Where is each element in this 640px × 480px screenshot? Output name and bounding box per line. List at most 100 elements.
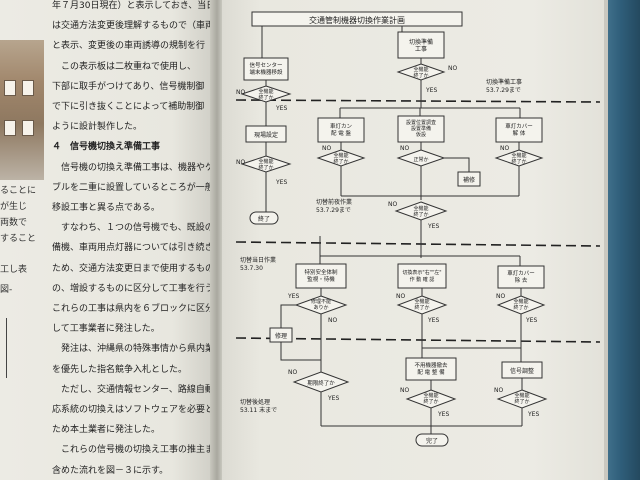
- margin-text-5: 工し表: [0, 265, 28, 275]
- margin-text-2: が生じ: [0, 202, 28, 212]
- svg-text:全機能終了か: 全機能終了か: [258, 88, 273, 101]
- svg-text:全機能終了か: 全機能終了か: [333, 152, 348, 165]
- svg-text:切換準備工事: 切換準備工事: [409, 38, 433, 53]
- margin-rule: [6, 318, 7, 378]
- body-text: 年７月30日現在）と表示しておき、当日 は交通方法変更後理解するもので（車両 と…: [52, 0, 214, 480]
- book-cover: [608, 0, 640, 480]
- end-label-1: 終了: [258, 215, 270, 223]
- svg-text:YES: YES: [425, 87, 437, 94]
- margin-text-3: 両数で: [0, 218, 28, 228]
- box-prep-work: [397, 31, 445, 59]
- svg-text:車灯カバー除 去: 車灯カバー除 去: [507, 269, 535, 284]
- svg-text:全機能終了か: 全機能終了か: [414, 298, 429, 311]
- left-page: ることに が生じ 両数で すること 工し表 図- 年７月30日現在）と表示してお…: [0, 0, 215, 480]
- box-signal-adjust-label: 信号調整: [510, 367, 534, 375]
- svg-text:修理不能ありか: 修理不能ありか: [311, 298, 331, 311]
- svg-text:車灯カバー解 体: 車灯カバー解 体: [505, 122, 533, 137]
- svg-text:切換表示"右""左"作 動 確 認: 切換表示"右""左"作 動 確 認: [402, 269, 441, 283]
- paragraph-line: これらの工事は県内を６ブロックに区分: [52, 304, 214, 315]
- paragraph-line: これらの信号機の切換え工事の推主ま: [52, 445, 214, 456]
- svg-text:NO: NO: [496, 293, 505, 300]
- end-label-2: 完了: [426, 437, 438, 445]
- svg-text:NO: NO: [396, 293, 405, 300]
- svg-text:NO: NO: [236, 159, 245, 166]
- flowchart-title: 交通管制機器切換作業計画: [309, 15, 405, 25]
- svg-text:YES: YES: [437, 411, 449, 418]
- svg-text:NO: NO: [322, 145, 331, 152]
- svg-text:設置位置調査設置準備仮設: 設置位置調査設置準備仮設: [406, 119, 436, 138]
- svg-text:全機能終了か: 全機能終了か: [511, 152, 526, 165]
- paragraph-line: 発注は、沖縄県の特殊事情から県内業者: [52, 344, 214, 355]
- paragraph-line: ブルを二重に設置しているところが一般: [52, 182, 214, 193]
- box-survey: [397, 115, 445, 143]
- paragraph-line: ため本土業者に発注した。: [52, 425, 161, 436]
- box-lamp-cover: [495, 117, 543, 143]
- svg-text:YES: YES: [287, 293, 299, 300]
- box-signal-center: [243, 57, 289, 81]
- box-switch-display: [397, 263, 447, 289]
- svg-text:特別安全体制監視・待機: 特別安全体制監視・待機: [304, 268, 338, 283]
- svg-text:不用機器撤去配 電 整 備: 不用機器撤去配 電 整 備: [414, 361, 448, 376]
- paragraph-line: の、増設するものに区分して工事を行う: [52, 283, 214, 294]
- paragraph-line: ただし、交通情報センター、路線自動感: [52, 384, 214, 395]
- repair-label-2: 修理: [275, 332, 287, 340]
- paragraph-line: ように設計製作した。: [52, 122, 143, 133]
- svg-text:YES: YES: [427, 317, 439, 324]
- svg-text:全機能終了か: 全機能終了か: [258, 158, 273, 171]
- paragraph-line: は交通方法変更後理解するもので（車両: [52, 21, 214, 32]
- title-banner: [251, 11, 463, 27]
- paragraph-line: して工事業者に発注した。: [52, 324, 160, 335]
- svg-text:全機能終了か: 全機能終了か: [514, 392, 529, 405]
- no-label: NO: [236, 89, 245, 96]
- svg-text:YES: YES: [525, 317, 537, 324]
- svg-text:YES: YES: [275, 179, 287, 186]
- paragraph-line: この表示板は二枚重ねで使用し、: [52, 61, 197, 72]
- svg-text:全機能終了か: 全機能終了か: [413, 205, 428, 218]
- svg-text:全機能終了か: 全機能終了か: [423, 392, 438, 405]
- section-heading: ４ 信号機切換え準備工事: [52, 142, 161, 153]
- building-photo: [0, 40, 44, 180]
- book-gutter: [210, 0, 224, 480]
- box-site-setting-label: 現場設定: [254, 131, 278, 139]
- paragraph-line: ため、交通方法変更日まで使用するもの: [52, 263, 214, 274]
- margin-text-1: ることに: [0, 186, 37, 196]
- paragraph-line: 移設工事と異る点である。: [52, 203, 160, 214]
- paragraph-line: 含めた流れを図－３に示す。: [52, 465, 169, 476]
- box-remove-unused: [405, 357, 457, 381]
- svg-text:正常か: 正常か: [413, 156, 428, 163]
- svg-text:全機能終了か: 全機能終了か: [513, 298, 528, 311]
- end-terminal-1: [249, 211, 279, 225]
- svg-text:NO: NO: [400, 145, 409, 152]
- margin-text-6: 図-: [0, 285, 13, 295]
- yes-label: YES: [275, 105, 287, 112]
- box-cover-removal: [497, 265, 545, 289]
- end-terminal-2: [415, 433, 449, 447]
- svg-text:YES: YES: [427, 223, 439, 230]
- paragraph-line: 信号機の切換え準備工事は、機器やケー: [52, 162, 214, 173]
- svg-text:信号センター端末機器移設: 信号センター端末機器移設: [249, 61, 283, 76]
- paragraph-line: 下部に取手がつけてあり、信号機制御: [52, 81, 205, 92]
- paragraph-line: 備機、車両用点灯器については引き続き: [52, 243, 214, 254]
- page-edge: [604, 0, 610, 480]
- paragraph-line: 年７月30日現在）と表示しておき、当日: [52, 1, 214, 11]
- decision-deadline: 期限終了か: [307, 379, 335, 387]
- section-divider-3: [235, 337, 601, 343]
- svg-text:NO: NO: [328, 317, 337, 324]
- paragraph-line: で下に引き抜くことによって補助制御: [52, 102, 205, 113]
- svg-text:NO: NO: [448, 65, 457, 72]
- svg-text:YES: YES: [327, 395, 339, 402]
- repair-label-1: 補修: [463, 176, 475, 184]
- section-divider-2: [235, 241, 601, 247]
- svg-text:NO: NO: [388, 201, 397, 208]
- svg-text:NO: NO: [494, 387, 503, 394]
- note-1-line: 切換準備工事: [486, 78, 522, 86]
- paragraph-line: と表示、変更後の車両誘導の規制を行: [52, 41, 206, 52]
- svg-text:NO: NO: [500, 145, 509, 152]
- svg-text:YES: YES: [527, 411, 539, 418]
- paragraph-line: すなわち、１つの信号機でも、既設の制: [52, 223, 214, 234]
